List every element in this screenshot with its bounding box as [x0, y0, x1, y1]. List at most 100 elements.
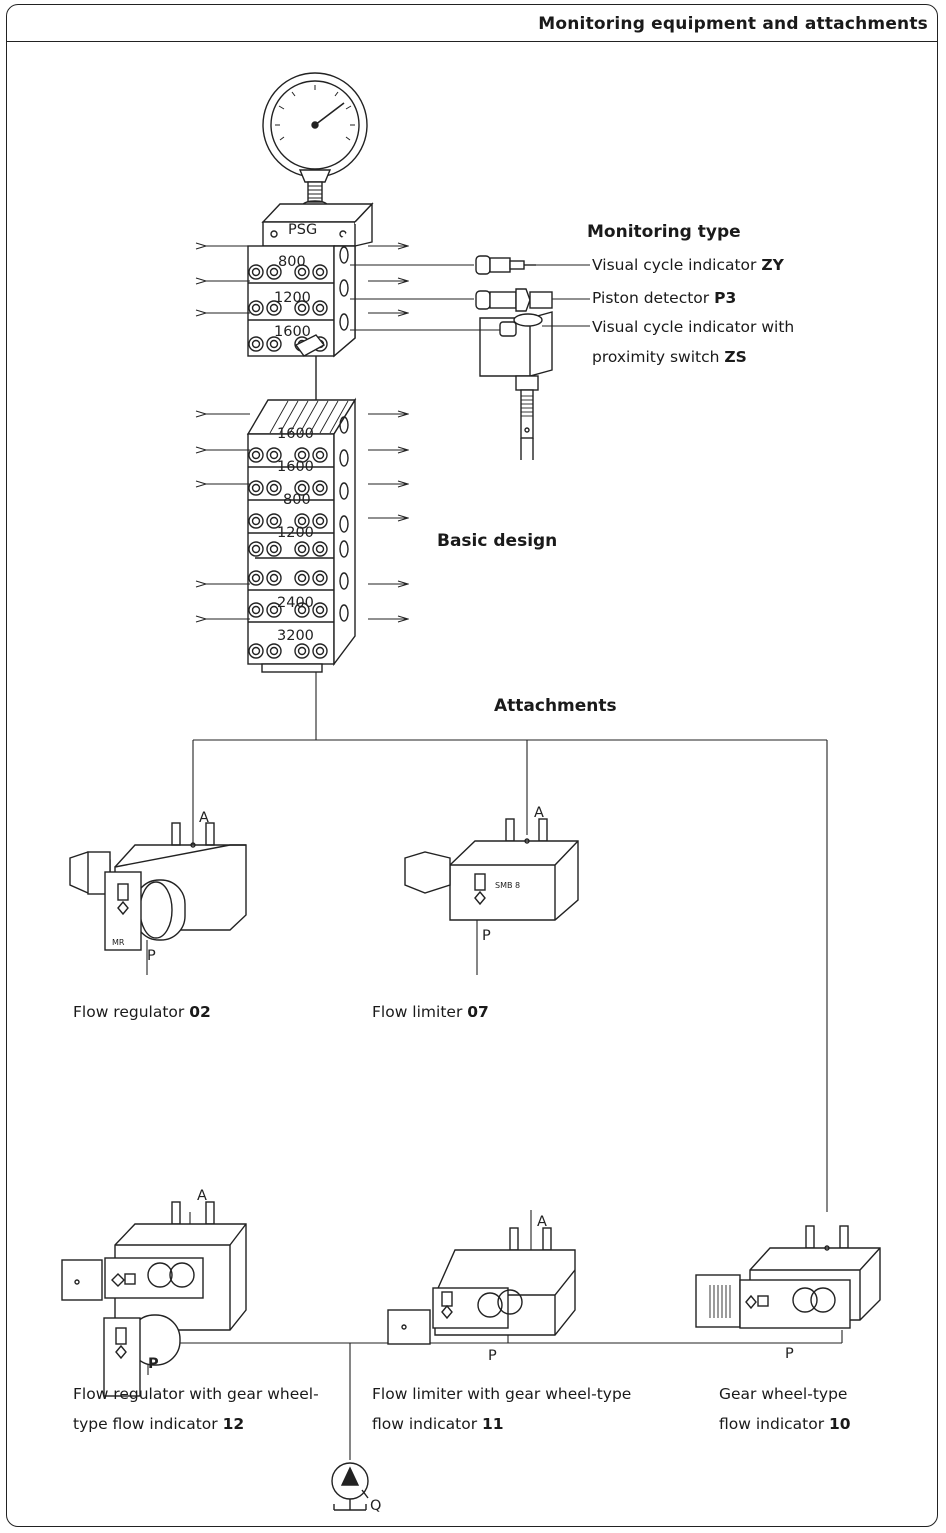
- attachment-caption-11-line1: Flow limiter with gear wheel-type: [372, 1385, 632, 1403]
- fitting-icon: [297, 544, 307, 554]
- port-p-label: P: [785, 1346, 794, 1362]
- fitting-icon: [266, 570, 282, 586]
- fitting-icon: [269, 339, 279, 349]
- flow-limiter-07-icon: [404, 818, 579, 921]
- fitting-icon: [269, 450, 279, 460]
- side-port-icon: [339, 540, 349, 558]
- psg-section-label: 1600: [274, 324, 311, 340]
- fitting-icon: [315, 516, 325, 526]
- fitting-icon: [297, 516, 307, 526]
- monitoring-item-zs-line1: Visual cycle indicator with: [592, 318, 795, 336]
- port-p-label: P: [147, 948, 156, 964]
- fitting-icon: [248, 570, 264, 586]
- fitting-icon: [269, 267, 279, 277]
- pump-q-label: Q: [370, 1498, 381, 1514]
- fitting-icon: [266, 643, 282, 659]
- monitoring-item-zy: Visual cycle indicator ZY: [592, 256, 784, 274]
- fitting-icon: [312, 513, 328, 529]
- fitting-icon: [315, 573, 325, 583]
- basic-design-heading: Basic design: [437, 531, 558, 551]
- fitting-icon: [269, 303, 279, 313]
- fitting-icon: [294, 300, 310, 316]
- fitting-icon: [294, 570, 310, 586]
- fitting-icon: [251, 605, 261, 615]
- port-a-label: A: [534, 805, 544, 821]
- fitting-icon: [297, 267, 307, 277]
- attachment-caption-11-line2: flow indicator 11: [372, 1415, 504, 1433]
- fitting-icon: [266, 336, 282, 352]
- fitting-icon: [297, 483, 307, 493]
- side-port-icon: [339, 416, 349, 434]
- fitting-icon: [266, 300, 282, 316]
- fitting-icon: [248, 264, 264, 280]
- fitting-icon: [297, 303, 307, 313]
- attachment-caption-12-line2: type flow indicator 12: [73, 1415, 245, 1433]
- fitting-icon: [312, 602, 328, 618]
- fitting-icon: [294, 541, 310, 557]
- flow-regulator-02-icon: [69, 822, 247, 951]
- pressure-gauge-icon: [262, 72, 368, 210]
- fitting-icon: [248, 480, 264, 496]
- side-port-icon: [339, 246, 349, 264]
- port-a-label: A: [199, 810, 209, 826]
- fitting-icon: [251, 516, 261, 526]
- fitting-icon: [269, 544, 279, 554]
- attachments-heading: Attachments: [494, 696, 617, 716]
- fitting-icon: [251, 339, 261, 349]
- side-port-icon: [339, 449, 349, 467]
- port-p-label: P: [488, 1348, 497, 1364]
- fitting-icon: [294, 480, 310, 496]
- port-a-label: A: [197, 1188, 207, 1204]
- fitting-icon: [266, 513, 282, 529]
- fitting-icon: [297, 573, 307, 583]
- fitting-icon: [251, 303, 261, 313]
- fitting-icon: [251, 450, 261, 460]
- side-port-icon: [339, 515, 349, 533]
- psg-section-label: 1200: [274, 290, 311, 306]
- monitoring-item-zs-line2: proximity switch ZS: [592, 348, 747, 366]
- attachment-tree: [146, 672, 843, 1460]
- basic-section-label: 1600: [277, 459, 314, 475]
- monitoring-type-heading: Monitoring type: [587, 222, 741, 242]
- fitting-icon: [294, 643, 310, 659]
- fitting-icon: [248, 643, 264, 659]
- fitting-icon: [251, 646, 261, 656]
- fitting-icon: [312, 541, 328, 557]
- port-p-label: P: [148, 1356, 159, 1372]
- flow-regulator-gear-indicator-12-icon: [61, 1201, 247, 1397]
- fitting-icon: [266, 264, 282, 280]
- basic-design-block: [246, 397, 357, 673]
- fitting-icon: [248, 513, 264, 529]
- attachment-caption-12-line1: Flow regulator with gear wheel-: [73, 1385, 319, 1403]
- header-divider: [6, 41, 938, 42]
- attachment-caption-07: Flow limiter 07: [372, 1003, 489, 1021]
- fitting-icon: [266, 447, 282, 463]
- fitting-icon: [251, 573, 261, 583]
- basic-section-label: 2400: [277, 595, 314, 611]
- fitting-icon: [294, 513, 310, 529]
- side-port-icon: [339, 313, 349, 331]
- fitting-icon: [315, 483, 325, 493]
- fitting-icon: [294, 447, 310, 463]
- fitting-icon: [248, 602, 264, 618]
- fitting-icon: [294, 602, 310, 618]
- fitting-icon: [251, 267, 261, 277]
- fitting-icon: [269, 516, 279, 526]
- page-frame: [6, 4, 938, 1527]
- fitting-icon: [315, 450, 325, 460]
- fitting-icon: [266, 602, 282, 618]
- fitting-icon: [315, 605, 325, 615]
- fitting-icon: [269, 605, 279, 615]
- fitting-icon: [251, 544, 261, 554]
- fitting-icon: [248, 300, 264, 316]
- fitting-icon: [297, 450, 307, 460]
- basic-section-label: 800: [283, 492, 311, 508]
- fitting-icon: [315, 646, 325, 656]
- page-title: Monitoring equipment and attachments: [538, 14, 928, 34]
- fitting-icon: [312, 447, 328, 463]
- visual-cycle-indicator-zy-icon: [475, 255, 536, 275]
- fitting-icon: [312, 643, 328, 659]
- fitting-icon: [297, 605, 307, 615]
- side-port-icon: [339, 279, 349, 297]
